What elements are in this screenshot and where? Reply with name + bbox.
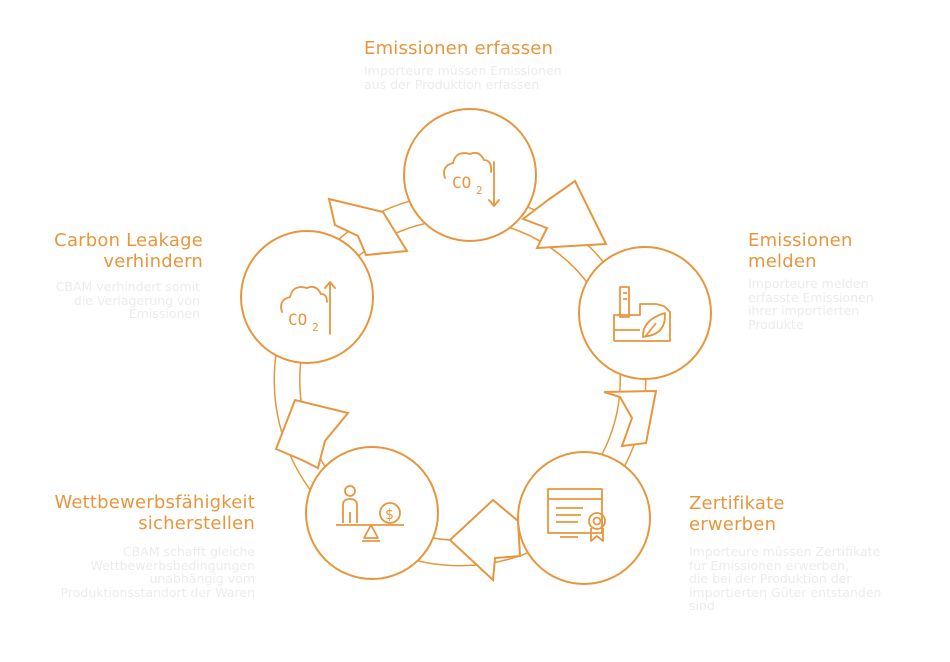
co2-cloud-up-icon: CO 2: [280, 280, 336, 335]
factory-leaf-icon: [613, 286, 671, 342]
balance-scale-icon: $: [336, 485, 404, 542]
co2-cloud-down-icon: CO 2: [443, 151, 500, 208]
co2-subscript-2: 2: [312, 321, 319, 334]
co2-label-1: CO: [452, 173, 471, 192]
step-title-emissionen-melden: Emissionen melden: [748, 230, 853, 272]
co2-label-2: CO: [288, 310, 307, 329]
step-desc-wettbewerbsfaehigkeit: CBAM schafft gleiche Wettbewerbsbedingun…: [60, 544, 255, 600]
step-circle-4: [305, 446, 439, 580]
step-desc-carbon-leakage: CBAM verhindert somit die Verlagerung vo…: [55, 279, 200, 321]
cycle-arrow-5: [327, 197, 409, 257]
step-desc-emissionen-melden: Importeure melden erfasste Emissionen ih…: [748, 276, 874, 332]
dollar-symbol: $: [385, 507, 394, 523]
certificate-icon: [547, 488, 606, 542]
cycle-arrow-1: [520, 179, 608, 250]
step-title-zertifikate-erwerben: Zertifikate erwerben: [689, 493, 785, 535]
step-circle-1: [403, 108, 537, 242]
step-circle-2: [578, 246, 712, 380]
step-title-emissionen-erfassen: Emissionen erfassen: [364, 38, 554, 59]
cycle-arrow-2: [603, 389, 658, 448]
co2-subscript-1: 2: [476, 184, 483, 197]
step-circle-3: [517, 451, 651, 585]
step-title-carbon-leakage: Carbon Leakage verhindern: [54, 230, 203, 272]
step-desc-zertifikate-erwerben: Importeure müssen Zertifikate für Emissi…: [689, 544, 882, 613]
cycle-arrow-3: [448, 498, 522, 583]
step-desc-emissionen-erfassen: Importeure müssen Emissionen aus der Pro…: [364, 63, 562, 92]
step-title-wettbewerbsfaehigkeit: Wettbewerbsfähigkeit sicherstellen: [54, 492, 255, 534]
step-circle-5: [240, 230, 374, 364]
cycle-arrow-4: [274, 398, 350, 470]
